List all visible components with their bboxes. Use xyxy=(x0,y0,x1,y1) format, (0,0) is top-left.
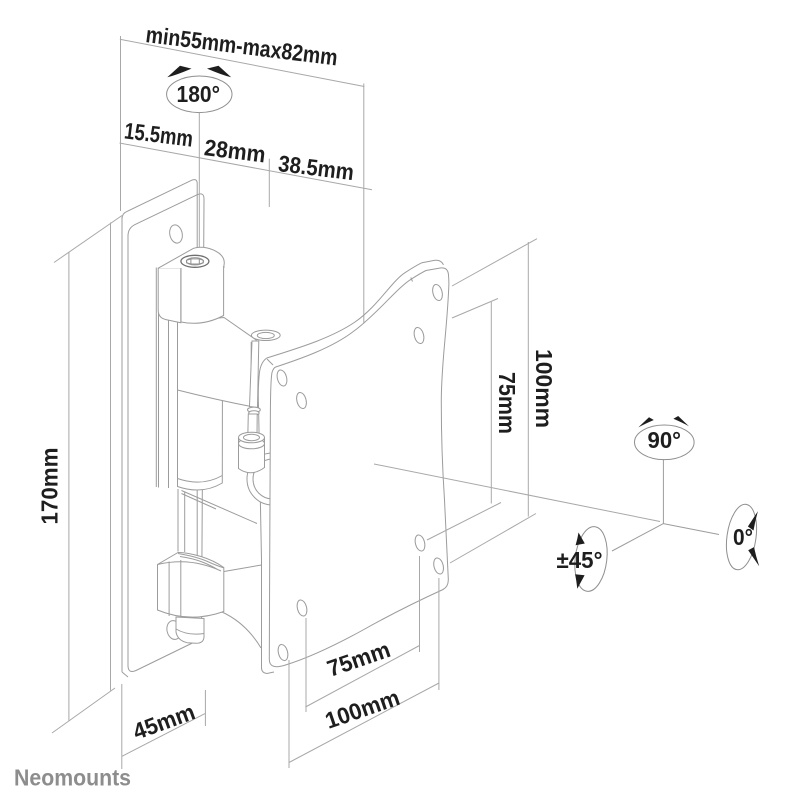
svg-text:180°: 180° xyxy=(177,81,221,107)
svg-text:38.5mm: 38.5mm xyxy=(277,150,356,185)
svg-text:90°: 90° xyxy=(648,427,682,453)
svg-text:100mm: 100mm xyxy=(531,349,557,428)
svg-text:Neomounts: Neomounts xyxy=(14,765,131,791)
svg-text:45mm: 45mm xyxy=(129,698,198,744)
svg-text:28mm: 28mm xyxy=(203,134,267,167)
svg-text:170mm: 170mm xyxy=(37,448,63,525)
svg-text:0°: 0° xyxy=(733,524,753,550)
svg-text:75mm: 75mm xyxy=(494,372,520,434)
svg-text:±45°: ±45° xyxy=(557,547,603,573)
svg-text:15.5mm: 15.5mm xyxy=(123,117,195,151)
